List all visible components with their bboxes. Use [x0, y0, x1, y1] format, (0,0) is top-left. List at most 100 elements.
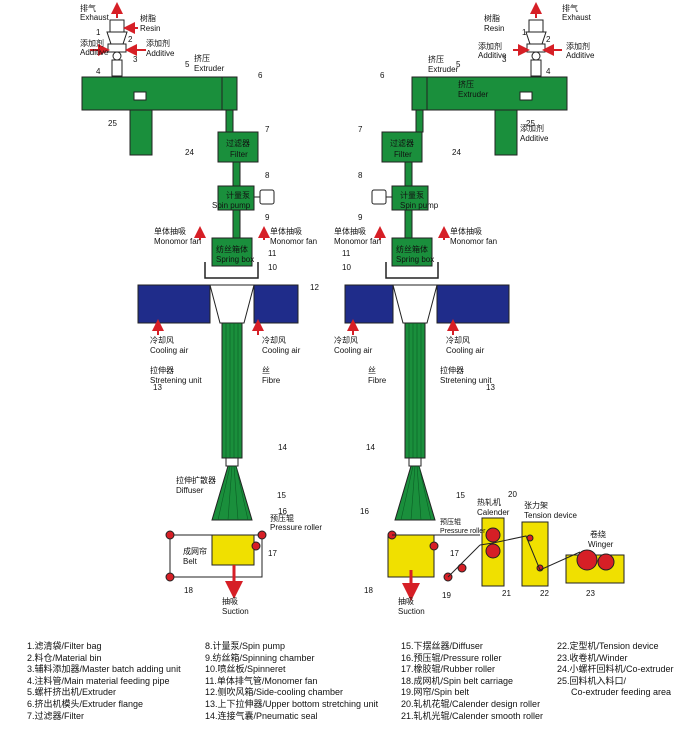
label-extruder-r-en: Extruder	[428, 65, 459, 74]
right-extruder	[426, 76, 568, 111]
legend-item: 12.侧吹风箱/Side-cooling chamber	[205, 687, 344, 698]
svg-text:25: 25	[108, 119, 117, 128]
right-hopper	[525, 19, 547, 77]
right-filter	[381, 131, 423, 163]
label-additive-l1-cn: 添加剂	[80, 38, 104, 48]
label-fibre-l-en: Fibre	[262, 376, 281, 385]
label-cool-r1-en: Cooling air	[334, 346, 373, 355]
svg-text:10: 10	[268, 263, 277, 272]
label-exhaust-l-cn: 排气	[80, 3, 96, 13]
left-cooling-chamber-r	[253, 284, 299, 324]
label-monomer-r2-cn: 单体抽吸	[450, 226, 482, 236]
label-stretch-l-cn: 拉伸器	[150, 365, 174, 375]
label-monomer-r1-cn: 单体抽吸	[334, 226, 366, 236]
svg-text:25: 25	[526, 119, 535, 128]
svg-text:2: 2	[128, 35, 133, 44]
svg-text:1: 1	[522, 28, 527, 37]
legend-item: 2.料仓/Material bin	[27, 652, 102, 663]
left-spinbox-label-cn: 纺丝箱体	[216, 244, 248, 254]
left-pressure-roller	[251, 541, 261, 551]
label-extruder-r-cn: 挤压	[428, 54, 444, 64]
svg-text:18: 18	[364, 586, 373, 595]
svg-text:16: 16	[278, 507, 287, 516]
right-pump-label-cn: 计量泵	[400, 190, 424, 200]
label-press-l-cn: 预压辊	[270, 513, 294, 523]
label-resin-r-en: Resin	[484, 24, 504, 33]
left-stretching-unit	[221, 322, 243, 459]
legend-item: 15.下摆丝器/Diffuser	[401, 641, 483, 651]
left-extruder-flange	[221, 76, 238, 111]
svg-text:3: 3	[133, 55, 138, 64]
left-line: 过滤器 Filter 计量泵 Spin pump 纺丝箱体 Spring box	[81, 2, 299, 599]
svg-text:15: 15	[277, 491, 286, 500]
label-additive-r3-en: Additive	[520, 134, 549, 143]
legend-item: 14.连接气囊/Pneumatic seal	[205, 710, 318, 721]
label-cool-l1-en: Cooling air	[150, 346, 189, 355]
svg-text:3: 3	[502, 55, 507, 64]
calender-smooth-roller	[485, 543, 501, 559]
winder-roll-2	[597, 553, 615, 571]
legend-item: 10.喷丝板/Spinneret	[205, 664, 286, 675]
label-additive-l2-cn: 添加剂	[146, 38, 170, 48]
label-additive-r1-en: Additive	[478, 51, 507, 60]
svg-text:17: 17	[450, 549, 459, 558]
legend-col-4: 22.定型机/Tension device 23.收卷机/Winder 24.小…	[557, 641, 674, 699]
label-cool-l2-en: Cooling air	[262, 346, 301, 355]
svg-text:2: 2	[546, 35, 551, 44]
right-extruder-label-en: Extruder	[458, 90, 489, 99]
svg-text:24: 24	[185, 148, 194, 157]
label-suction-r-cn: 抽吸	[398, 596, 414, 606]
winder-roll-1	[576, 549, 598, 571]
left-spin-box	[211, 237, 253, 267]
label-stretch-r-cn: 拉伸器	[440, 365, 464, 375]
left-diffuser	[211, 465, 253, 521]
legend-col-3: 15.下摆丝器/Diffuser 16.预压辊/Pressure roller …	[401, 641, 543, 722]
svg-text:13: 13	[486, 383, 495, 392]
label-cool-r1-cn: 冷却风	[334, 335, 358, 345]
label-resin-l-en: Resin	[140, 24, 160, 33]
svg-text:24: 24	[452, 148, 461, 157]
right-spinbox-label-en: Spring box	[396, 255, 434, 264]
label-cool-l2-cn: 冷却风	[262, 335, 286, 345]
svg-text:18: 18	[184, 586, 193, 595]
legend-item: 13.上下拉伸器/Upper bottom stretching unit	[205, 698, 379, 709]
svg-text:14: 14	[278, 443, 287, 452]
left-pump-label-cn: 计量泵	[226, 190, 250, 200]
left-coextruder-feed	[133, 91, 147, 101]
svg-text:13: 13	[153, 383, 162, 392]
svg-text:20: 20	[508, 490, 517, 499]
right-co-extruder	[494, 109, 518, 156]
legend-item: 3.辅料添加器/Master batch adding unit	[27, 664, 181, 675]
left-monomer-duct	[204, 262, 259, 279]
label-suction-l-en: Suction	[222, 607, 249, 616]
label-suction-l-cn: 抽吸	[222, 596, 238, 606]
label-winder-cn: 卷绕	[590, 529, 606, 539]
label-tension-cn: 张力架	[524, 500, 548, 510]
left-cooling-chamber-l	[137, 284, 211, 324]
label-cool-r2-en: Cooling air	[446, 346, 485, 355]
label-stretch-l-en: Stretening unit	[150, 376, 202, 385]
label-belt-cn: 成网帘	[183, 546, 207, 556]
svg-text:21: 21	[502, 589, 511, 598]
left-filter	[217, 131, 259, 163]
left-pump-motor	[259, 189, 275, 205]
label-extruder-l-cn: 挤压	[194, 53, 210, 63]
label-monomer-l2-en: Monomor fan	[270, 237, 317, 246]
svg-text:15: 15	[456, 491, 465, 500]
tension-device	[521, 521, 549, 587]
svg-text:1: 1	[96, 28, 101, 37]
label-cool-l1-cn: 冷却风	[150, 335, 174, 345]
label-suction-r-en: Suction	[398, 607, 425, 616]
label-fibre-r-cn: 丝	[368, 365, 376, 375]
label-monomer-r2-en: Monomor fan	[450, 237, 497, 246]
right-spin-pump	[391, 185, 429, 211]
legend-item: 11.单体排气管/Monomer fan	[205, 675, 318, 686]
legend-item: 21.轧机光辊/Calender smooth roller	[401, 710, 544, 721]
label-additive-r2-en: Additive	[566, 51, 595, 60]
legend-item: 6.挤出机模头/Extruder flange	[27, 698, 144, 709]
label-additive-r2-cn: 添加剂	[566, 41, 590, 51]
label-fibre-r-en: Fibre	[368, 376, 387, 385]
web-path	[479, 535, 581, 571]
legend-item: 8.计量泵/Spin pump	[205, 641, 286, 651]
